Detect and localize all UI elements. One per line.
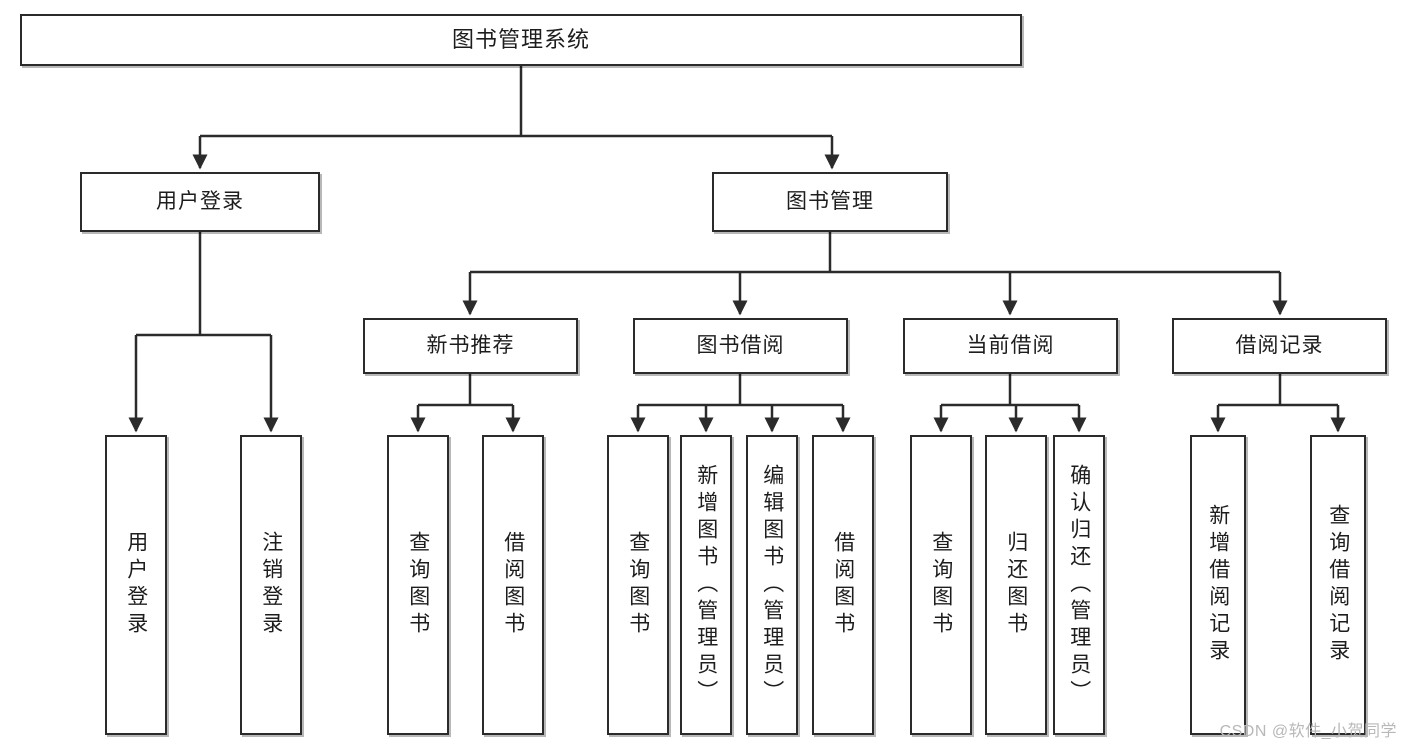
node-new-book-recommend[interactable]: 新书推荐 (363, 318, 578, 374)
node-new-book-recommend-label: 新书推荐 (426, 334, 515, 358)
node-leaf-query-book-borrow-label: 查询图书 (626, 531, 650, 639)
node-leaf-borrow-book-recommend[interactable]: 借阅图书 (482, 435, 544, 735)
node-leaf-query-book-borrow[interactable]: 查询图书 (607, 435, 669, 735)
node-leaf-edit-book-admin-label: 编辑图书（管理员） (760, 463, 784, 707)
node-book-borrow[interactable]: 图书借阅 (633, 318, 848, 374)
node-leaf-borrow-book-label: 借阅图书 (831, 531, 855, 639)
node-book-management-label: 图书管理 (786, 190, 874, 214)
watermark-text: CSDN @软件_小贺同学 (1219, 723, 1397, 740)
node-leaf-logout[interactable]: 注销登录 (240, 435, 302, 735)
node-root-label: 图书管理系统 (451, 26, 590, 52)
node-book-borrow-label: 图书借阅 (696, 334, 785, 358)
node-leaf-logout-label: 注销登录 (259, 531, 283, 639)
node-leaf-borrow-book[interactable]: 借阅图书 (812, 435, 874, 735)
node-leaf-add-borrow-record[interactable]: 新增借阅记录 (1190, 435, 1246, 735)
node-leaf-query-borrow-record[interactable]: 查询借阅记录 (1310, 435, 1366, 735)
node-leaf-confirm-return-admin[interactable]: 确认归还（管理员） (1053, 435, 1105, 735)
node-leaf-query-book-current-label: 查询图书 (929, 531, 953, 639)
node-leaf-user-login-label: 用户登录 (124, 531, 148, 639)
node-leaf-edit-book-admin[interactable]: 编辑图书（管理员） (746, 435, 798, 735)
node-current-borrow-label: 当前借阅 (966, 334, 1055, 358)
node-leaf-user-login[interactable]: 用户登录 (105, 435, 167, 735)
node-borrow-records-label: 借阅记录 (1235, 334, 1324, 358)
node-current-borrow[interactable]: 当前借阅 (903, 318, 1118, 374)
node-leaf-return-book-label: 归还图书 (1004, 531, 1028, 639)
node-leaf-add-borrow-record-label: 新增借阅记录 (1206, 504, 1230, 666)
node-leaf-confirm-return-admin-label: 确认归还（管理员） (1067, 463, 1091, 707)
node-leaf-borrow-book-recommend-label: 借阅图书 (501, 531, 525, 639)
node-leaf-add-book-admin-label: 新增图书（管理员） (694, 463, 718, 707)
node-leaf-query-book-current[interactable]: 查询图书 (910, 435, 972, 735)
node-leaf-query-book-recommend-label: 查询图书 (406, 531, 430, 639)
node-user-login[interactable]: 用户登录 (80, 172, 320, 232)
node-book-management[interactable]: 图书管理 (712, 172, 948, 232)
node-leaf-query-book-recommend[interactable]: 查询图书 (387, 435, 449, 735)
node-borrow-records[interactable]: 借阅记录 (1172, 318, 1387, 374)
node-leaf-add-book-admin[interactable]: 新增图书（管理员） (680, 435, 732, 735)
node-leaf-query-borrow-record-label: 查询借阅记录 (1326, 504, 1350, 666)
node-user-login-label: 用户登录 (156, 190, 244, 214)
node-root[interactable]: 图书管理系统 (20, 14, 1022, 66)
node-leaf-return-book[interactable]: 归还图书 (985, 435, 1047, 735)
